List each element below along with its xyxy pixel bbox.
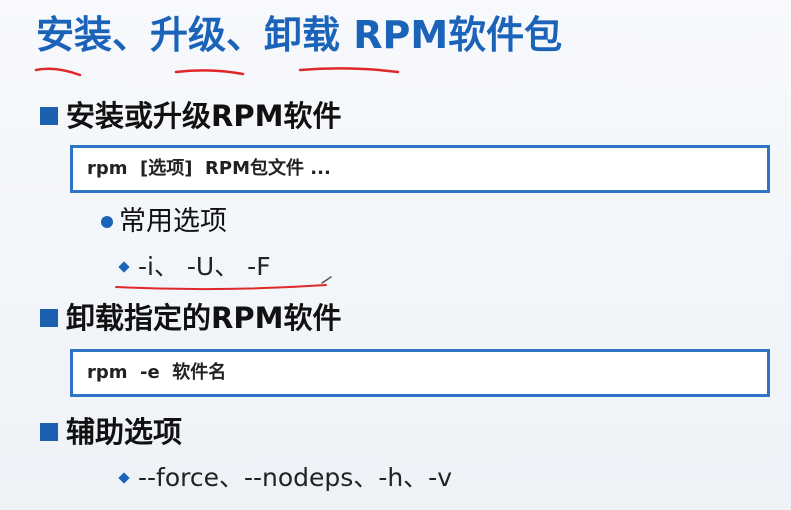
common-options-label: 常用选项 [119,206,227,237]
install-options-text: -i、 -U、 -F [138,252,271,281]
diamond-bullet-icon [118,472,130,484]
round-bullet-icon [101,216,113,228]
command-box-install: rpm [选项] RPM包文件 ... [70,145,770,193]
square-bullet-icon [40,107,58,125]
title-part-actions: 安装、升级、卸载 [36,13,341,57]
heading-install-upgrade: 安装或升级RPM软件 [40,96,341,136]
common-options-item: 常用选项 [101,204,227,240]
heading-auxiliary: 辅助选项 [40,412,182,452]
auxiliary-options-text: --force、--nodeps、-h、-v [138,463,453,492]
square-bullet-icon [40,423,58,441]
heading-uninstall: 卸载指定的RPM软件 [40,298,341,338]
heading-auxiliary-text: 辅助选项 [66,415,183,449]
title-part-rpm: RPM软件包 [340,13,563,57]
command-box-uninstall: rpm -e 软件名 [70,349,770,397]
diamond-bullet-icon [118,261,130,273]
square-bullet-icon [40,309,58,327]
underline-install [34,67,82,77]
install-options-item: -i、 -U、 -F [118,250,271,284]
underline-upgrade [174,69,245,76]
tick-mark [321,276,332,284]
heading-uninstall-text: 卸载指定的RPM软件 [66,301,342,335]
slide-title: 安装、升级、卸载 RPM软件包 [36,6,562,64]
underline-options [115,284,327,291]
heading-install-upgrade-text: 安装或升级RPM软件 [66,99,342,133]
auxiliary-options-item: --force、--nodeps、-h、-v [118,461,452,495]
underline-uninstall [298,67,400,74]
